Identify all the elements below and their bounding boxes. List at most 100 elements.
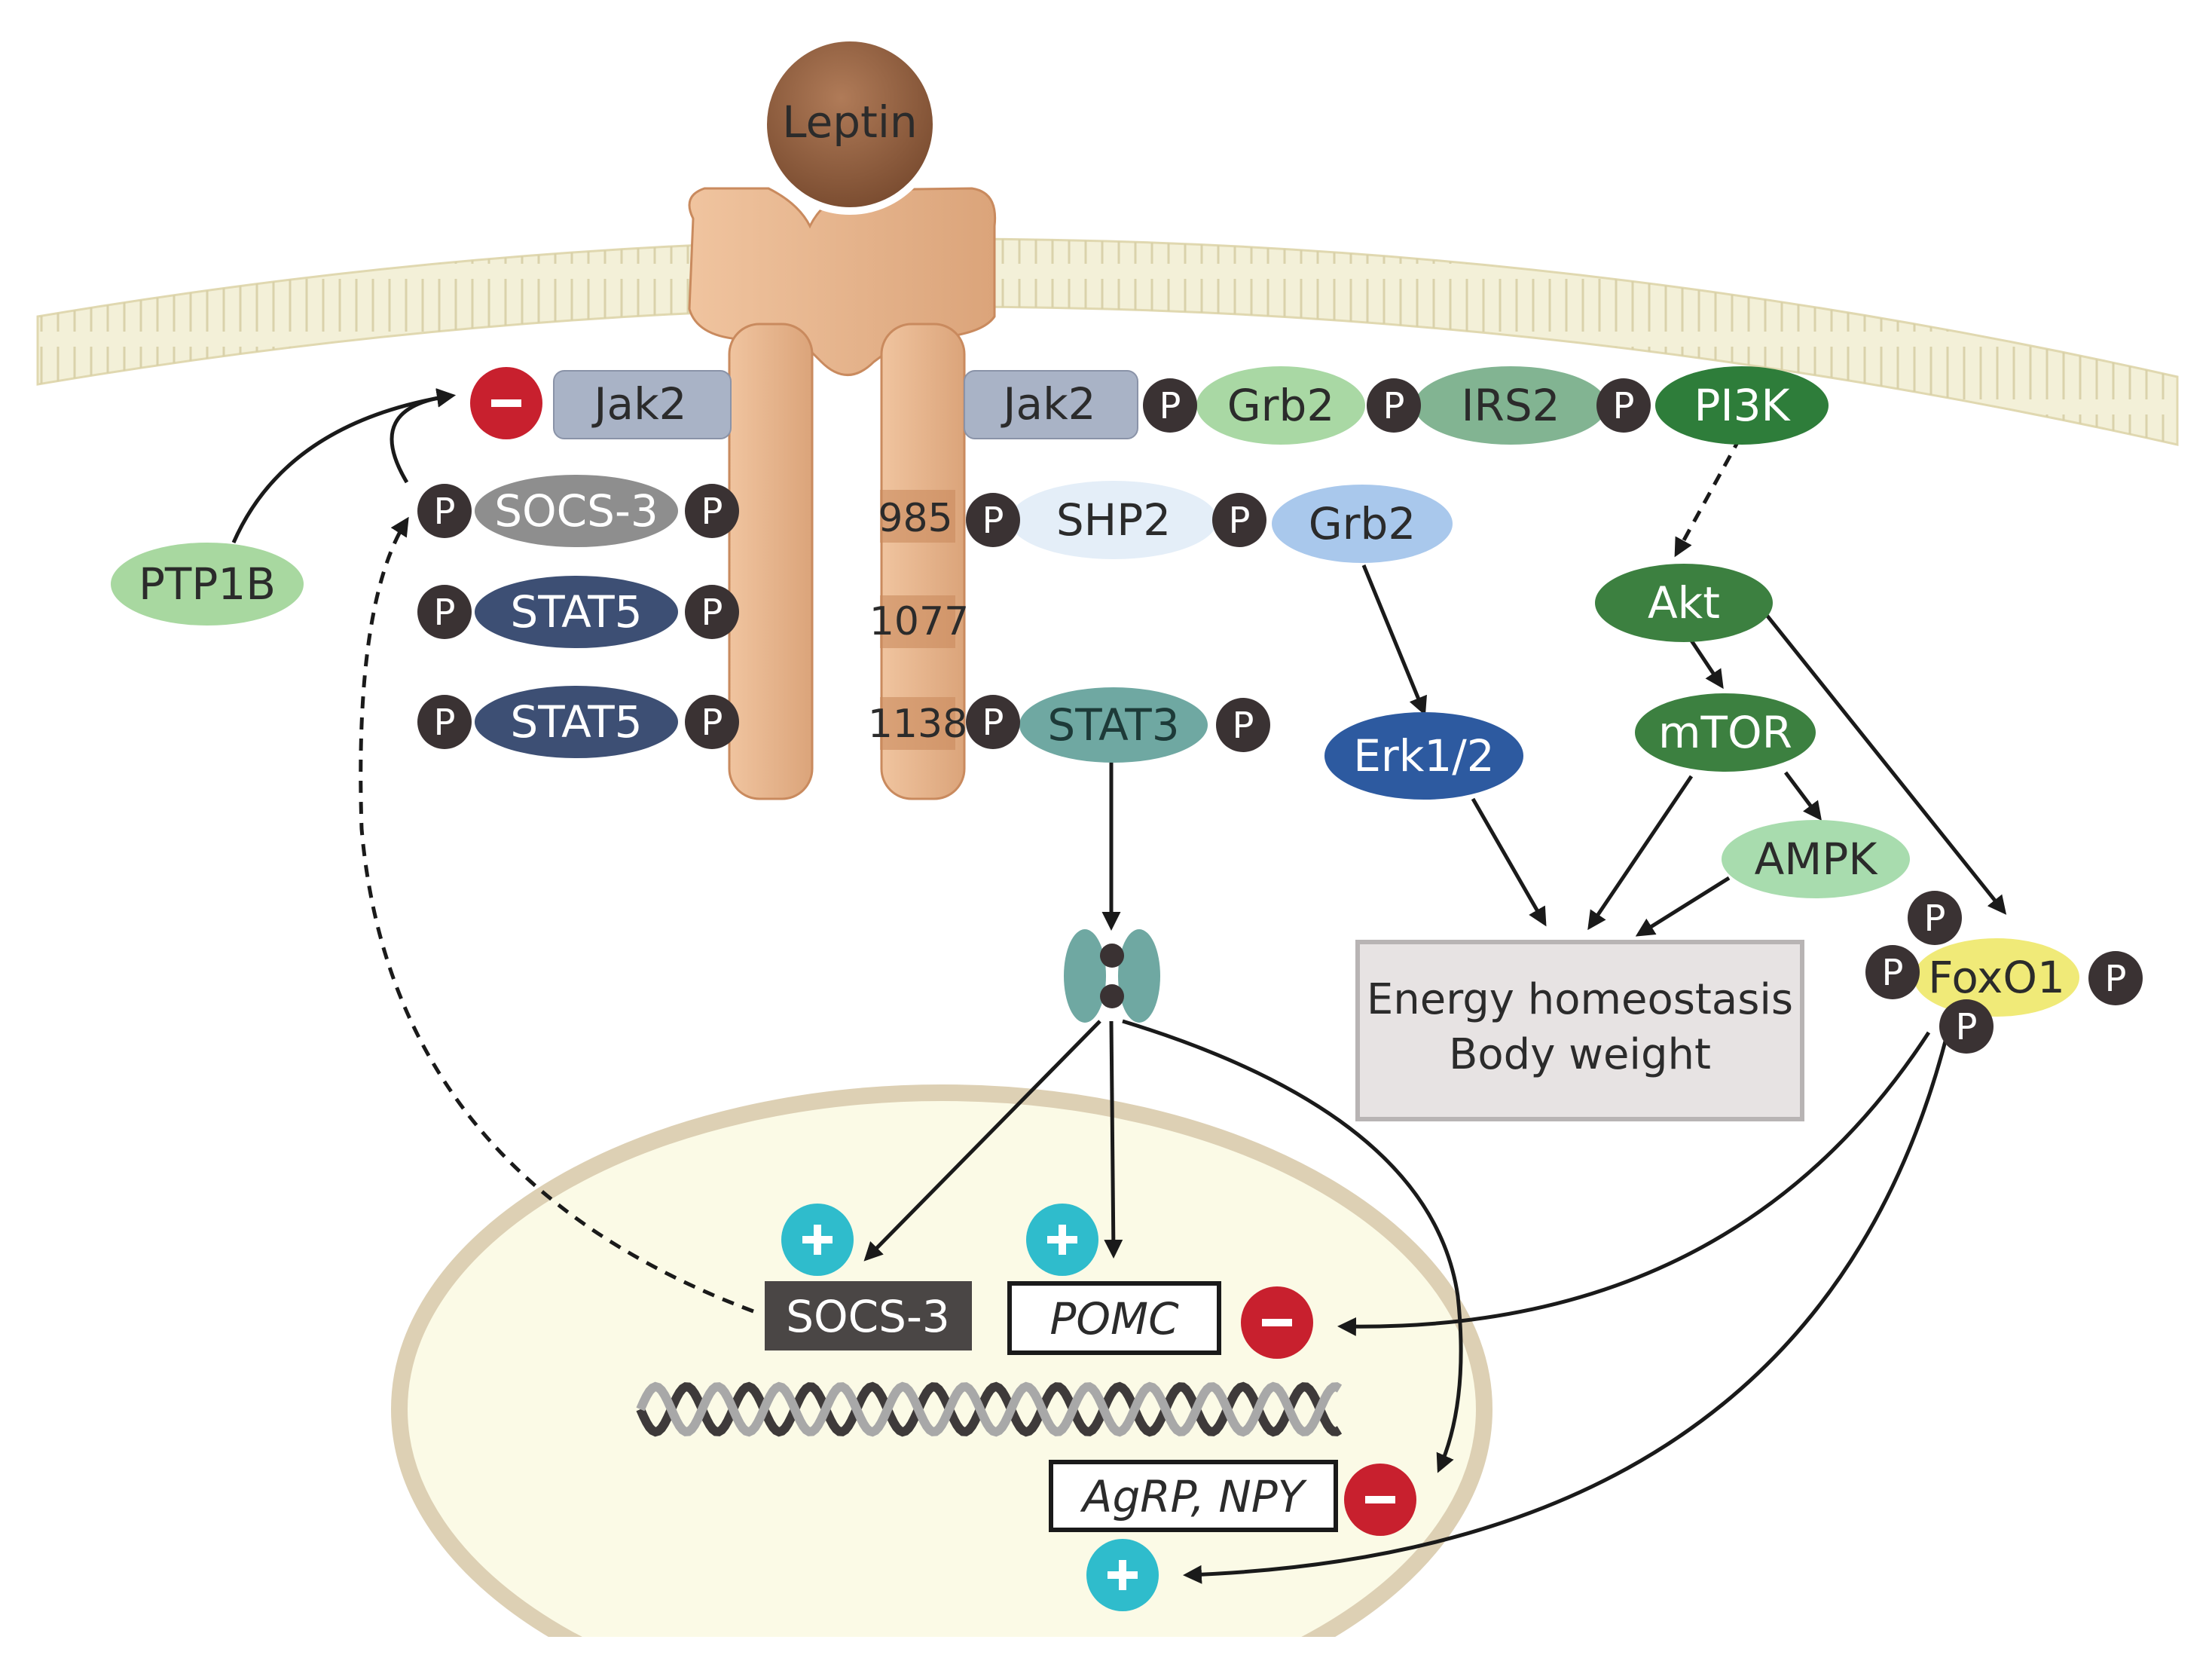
phospho-label: P: [2105, 958, 2127, 1000]
socs3-gene: SOCS-3: [765, 1281, 972, 1350]
residue-1077-band: [880, 595, 955, 648]
grb2-mid: Grb2: [1272, 485, 1453, 563]
phospho-label: P: [1882, 952, 1904, 994]
grb2-top-label: Grb2: [1227, 380, 1335, 431]
socs3-protein: SOCS-3: [475, 475, 678, 547]
residue-985-band: [880, 490, 955, 543]
phospho-badge: P: [1212, 493, 1266, 547]
phospho-label: P: [434, 592, 456, 634]
phospho-label: P: [1924, 898, 1946, 940]
phospho-label: P: [1159, 385, 1181, 427]
mtor-label: mTOR: [1658, 707, 1792, 758]
arrow-dimer-to-pomc: [1104, 1020, 1123, 1259]
irs2-label: IRS2: [1461, 380, 1560, 431]
arrow-akt-to-mtor: [1689, 639, 1724, 690]
agrp-npy-gene-label: AgRP, NPY: [1080, 1471, 1308, 1522]
residue-1138-label: 1138: [868, 702, 967, 747]
residue-1138-band: [880, 697, 955, 750]
energy-line2-label: Body weight: [1449, 1030, 1711, 1079]
activate-badge-socs3: [781, 1204, 854, 1276]
stat3-protein: STAT3: [1019, 687, 1208, 763]
erk-protein: Erk1/2: [1324, 712, 1523, 800]
arrow-akt-to-foxo1: [1761, 609, 2007, 915]
shp2-label: SHP2: [1056, 494, 1171, 546]
erk-label: Erk1/2: [1353, 730, 1494, 782]
phospho-label: P: [701, 491, 723, 533]
irs2-protein: IRS2: [1414, 366, 1607, 445]
arrow-ptp1b-to-jak2: [231, 388, 456, 544]
arrow-foxo1-to-agrp: [1183, 1032, 1950, 1584]
ptp1b-label: PTP1B: [139, 558, 276, 610]
jak2-left: Jak2: [553, 370, 732, 439]
phospho-badge: P: [685, 695, 739, 749]
arrow-erk-to-energy: [1471, 797, 1547, 927]
ptp1b-protein: PTP1B: [111, 543, 304, 626]
phospho-badge: P: [966, 493, 1020, 547]
residue-985-label: 985: [878, 496, 952, 541]
arrow-socs3-to-jak2: [390, 388, 456, 484]
activate-badge-agrp: [1086, 1539, 1159, 1611]
phospho-label: P: [982, 702, 1004, 744]
phospho-badge: P: [417, 585, 472, 639]
phospho-badge: P: [1939, 999, 1994, 1054]
stat5-a-label: STAT5: [510, 586, 642, 638]
socs3-gene-label: SOCS-3: [786, 1291, 950, 1342]
leptin-label: Leptin: [782, 96, 917, 148]
inhibit-badge-agrp: [1344, 1464, 1416, 1536]
phospho-label: P: [1233, 705, 1254, 747]
stat5-b-label: STAT5: [510, 696, 642, 748]
inhibit-badge-jak2: [470, 367, 542, 439]
phospho-label: P: [1956, 1006, 1978, 1048]
arrow-pi3k-to-akt: [1674, 436, 1743, 558]
leptin-ligand: Leptin: [759, 34, 940, 215]
grb2-mid-label: Grb2: [1309, 498, 1416, 549]
phospho-badge: P: [1865, 945, 1920, 999]
stat5-protein-b: STAT5: [475, 686, 678, 758]
pi3k-label: PI3K: [1694, 380, 1791, 431]
jak2-right: Jak2: [964, 370, 1138, 439]
phospho-label: P: [1229, 500, 1251, 542]
residue-1077-label: 1077: [869, 599, 969, 644]
phospho-label: P: [1613, 385, 1635, 427]
phospho-label: P: [701, 702, 723, 744]
phospho-label: P: [434, 491, 456, 533]
leptin-receptor: [688, 187, 997, 800]
dna-helix: [636, 1381, 1343, 1437]
inhibit-badge-pomc: [1241, 1286, 1313, 1359]
arrow-dimer-to-socs3: [863, 1020, 1101, 1262]
arrow-socs3-feedback: [359, 516, 754, 1314]
phospho-badge: P: [1367, 378, 1421, 433]
nucleus: [391, 1084, 1492, 1664]
pomc-gene-label: POMC: [1049, 1293, 1179, 1344]
agrp-npy-gene: AgRP, NPY: [1049, 1460, 1338, 1532]
phospho-badge: P: [685, 484, 739, 538]
shp2-protein: SHP2: [1010, 481, 1218, 559]
pomc-gene: POMC: [1007, 1281, 1221, 1355]
phospho-badge: P: [2088, 951, 2143, 1005]
akt-label: Akt: [1648, 577, 1720, 629]
stat3-label: STAT3: [1047, 699, 1179, 751]
phospho-label: P: [434, 702, 456, 744]
phospho-label: P: [1383, 385, 1405, 427]
stat5-protein-a: STAT5: [475, 576, 678, 648]
phospho-badge: P: [1596, 378, 1651, 433]
phospho-badge: P: [966, 695, 1020, 749]
arrow-mtor-to-energy: [1587, 775, 1694, 931]
phospho-label: P: [982, 500, 1004, 542]
phospho-label: P: [701, 592, 723, 634]
arrow-ampk-to-energy: [1635, 876, 1731, 937]
jak2-left-label: Jak2: [591, 378, 686, 430]
ampk-protein: AMPK: [1722, 820, 1910, 898]
foxo1-label: FoxO1: [1928, 952, 2065, 1003]
phospho-badge: P: [1216, 698, 1270, 752]
arrow-grb2-to-erk: [1361, 564, 1427, 716]
grb2-top: Grb2: [1196, 366, 1365, 445]
arrow-foxo1-to-pomc: [1337, 1031, 1931, 1336]
activate-badge-pomc: [1026, 1204, 1098, 1276]
phospho-badge: P: [417, 695, 472, 749]
phospho-badge: P: [417, 484, 472, 538]
arrows: [231, 388, 2007, 1584]
mtor-protein: mTOR: [1635, 693, 1816, 772]
